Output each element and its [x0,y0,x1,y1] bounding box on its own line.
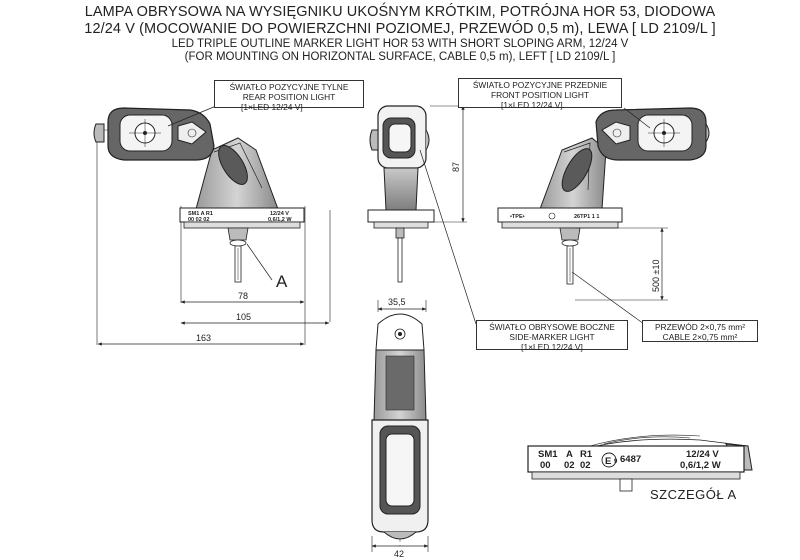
callout-rear-en: REAR POSITION LIGHT [242,92,336,102]
callout-side-spec: [1×LED 12/24 V] [521,342,583,352]
left-view: SM1 A R1 00 02 02 12/24 V 0,6/1,2 W A 78… [93,105,331,346]
title-line-2: 12/24 V (MOCOWANIE DO POWIERZCHNI POZIOM… [84,21,716,37]
plate-power: 0,6/1,2 W [680,460,721,471]
dimension-163: 163 [196,333,211,343]
detail-a: SM1 A R1 00 02 02 E 9 6487 12/24 V 0,6/1… [527,434,753,492]
plate-approval-number: 6487 [620,454,641,465]
callout-side-marker-light: ŚWIATŁO OBRYSOWE BOCZNE SIDE-MARKER LIGH… [476,320,628,352]
dimension-500: 500 ±10 [651,260,661,292]
callout-front-pl: ŚWIATŁO POZYCYJNE PRZEDNIE [472,80,608,90]
callout-cable-en: CABLE 2×0,75 mm² [662,332,738,342]
title-line-3: LED TRIPLE OUTLINE MARKER LIGHT HOR 53 W… [171,38,629,50]
callout-rear-position-light: ŚWIATŁO POZYCYJNE TYLNE REAR POSITION LI… [214,80,364,112]
dimension-78: 78 [238,291,248,301]
center-front-view: 87 35,5 [367,105,467,312]
bottom-view: 42 [371,313,429,559]
callout-cable-pl: PRZEWÓD 2×0,75 mm² [654,322,746,332]
plate-00: 00 [540,460,551,471]
title-block: LAMPA OBRYSOWA NA WYSIĘGNIKU UKOŚNYM KRÓ… [0,4,800,64]
detail-a-caption: SZCZEGÓŁ A [650,487,737,502]
plate-a: A [566,449,573,460]
callout-leaders [419,149,645,325]
plate-02a: 02 [564,460,575,471]
callout-side-en: SIDE-MARKER LIGHT [509,332,595,342]
plate-voltage: 12/24 V [686,449,719,460]
small-plate-front-code: 26TP1 1 1 [574,214,599,220]
plate-e-mark: E [605,456,611,467]
dimension-87: 87 [451,162,461,172]
callout-front-spec: [1×LED 12/24 V] [501,100,563,110]
plate-sm1: SM1 [538,449,558,460]
plate-e-number: 9 [614,459,618,465]
callout-side-pl: ŚWIATŁO OBRYSOWE BOCZNE [489,322,615,332]
small-plate-codes: 00 02 02 [188,217,209,223]
small-plate-volt: 12/24 V [270,211,289,217]
callout-front-en: FRONT POSITION LIGHT [490,90,590,100]
dimension-42: 42 [394,549,404,559]
small-plate-power: 0,6/1,2 W [268,217,292,223]
small-plate-front-mark: •TPE• [510,214,525,220]
plate-r1: R1 [580,449,593,460]
right-view: •TPE• 26TP1 1 1 500 ±10 [497,107,710,301]
small-plate-sm1: SM1 A R1 [188,211,213,217]
callout-cable: PRZEWÓD 2×0,75 mm² CABLE 2×0,75 mm² [642,320,758,342]
callout-rear-spec: [1×LED 12/24 V] [241,102,303,112]
callout-rear-pl: ŚWIATŁO POZYCYJNE TYLNE [229,82,349,92]
title-line-4: (FOR MOUNTING ON HORIZONTAL SURFACE, CAB… [184,51,616,63]
detail-label-a: A [276,272,288,291]
dimension-35-5: 35,5 [388,297,406,307]
callout-front-position-light: ŚWIATŁO POZYCYJNE PRZEDNIE FRONT POSITIO… [458,78,622,110]
dimension-105: 105 [236,312,251,322]
plate-02b: 02 [580,460,591,471]
title-line-1: LAMPA OBRYSOWA NA WYSIĘGNIKU UKOŚNYM KRÓ… [84,4,716,20]
